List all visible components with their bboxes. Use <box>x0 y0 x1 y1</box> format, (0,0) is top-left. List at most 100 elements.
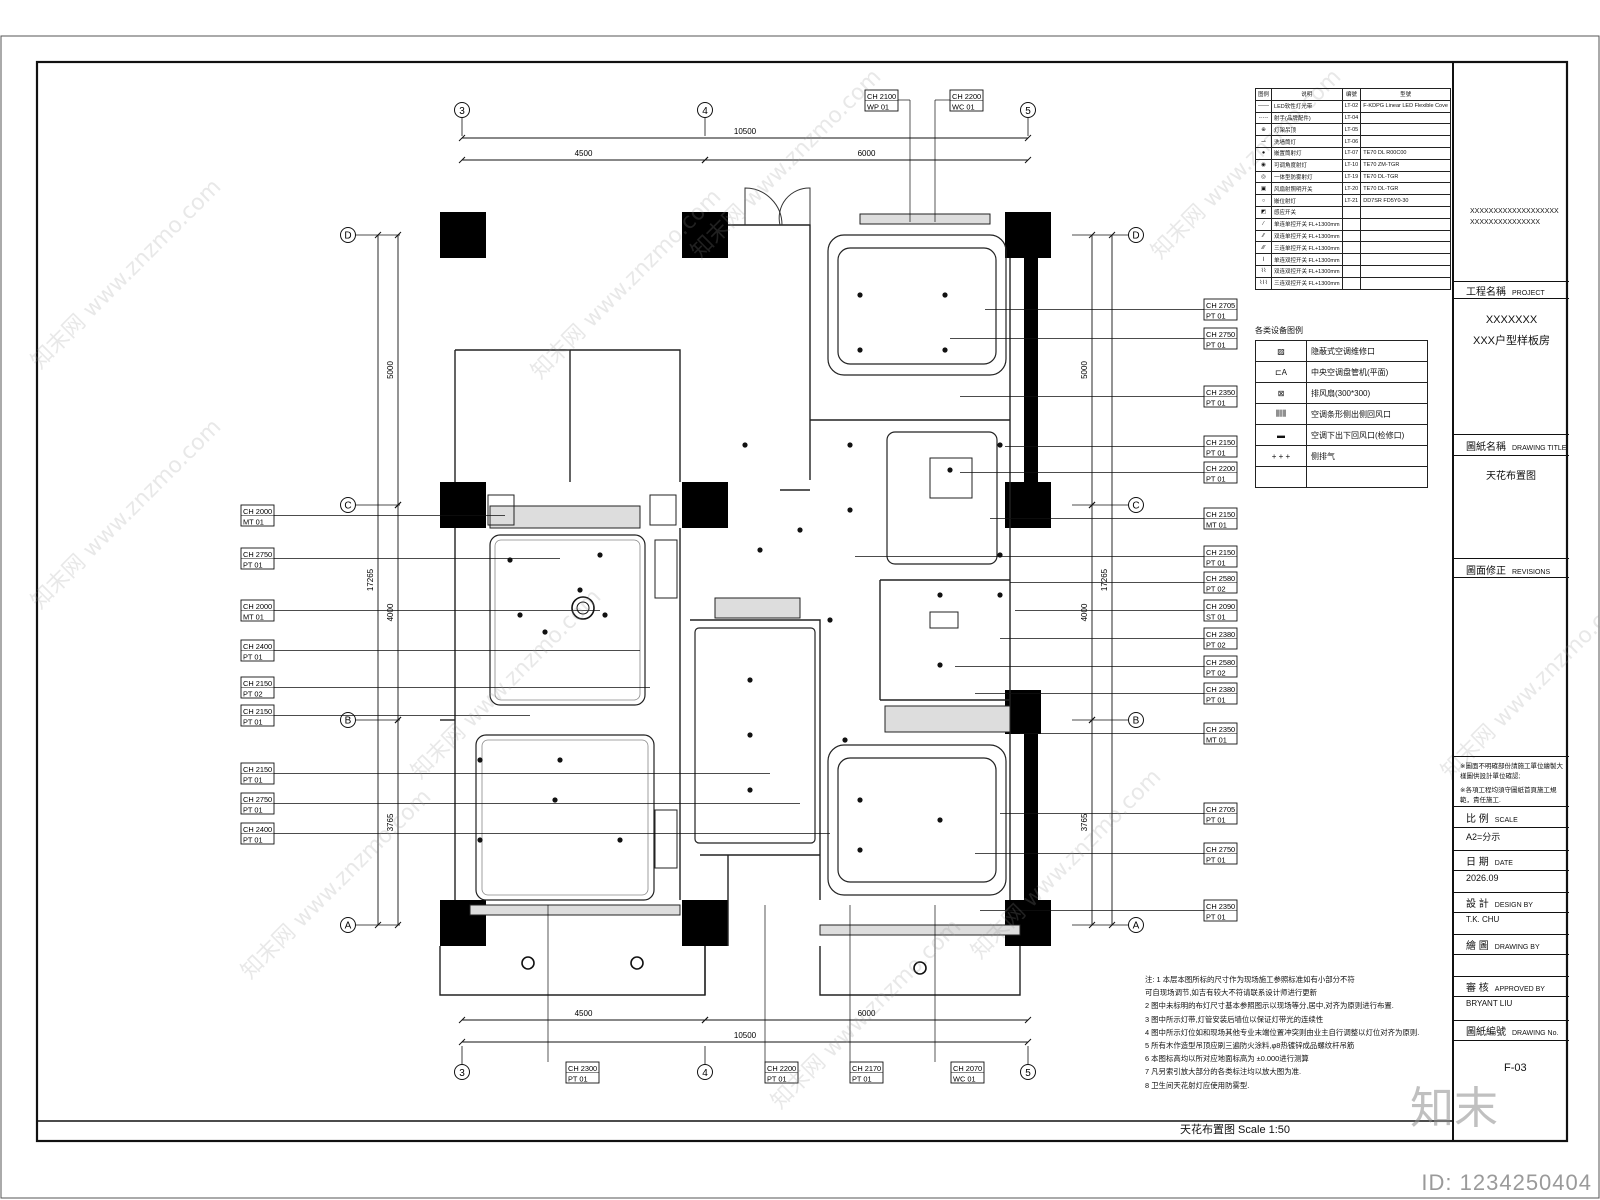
dim-bottom-total: 10500 <box>734 1031 757 1040</box>
window-or-grille <box>884 705 1011 733</box>
project-name-line1: XXXXXXX <box>1485 314 1538 326</box>
downlight-dot <box>517 612 523 618</box>
tag-top-material: WC 01 <box>952 103 975 112</box>
legend-model <box>1360 241 1451 255</box>
legend-header-row: 图例说明编號型號 <box>1254 88 1451 101</box>
window-or-grille <box>489 505 641 529</box>
legend-row: ⁄⁄⁄三连单控开关 FL+1300mm <box>1254 241 1451 255</box>
tag-left-material: PT 01 <box>243 836 263 845</box>
company-name: XXXXXXXXXXXXXXXXXXXXXXXXXXXXXXXXXX <box>1470 208 1559 226</box>
legend-model <box>1360 205 1451 219</box>
general-notes: 注: 1 本层本图所标的尺寸作为现场施工参照标准如有小部分不符 可自现场调节,如… <box>1145 973 1445 1092</box>
door-swing <box>778 187 811 226</box>
legend-symbol-icon: ⁄ <box>1254 217 1273 231</box>
ceiling-offset <box>481 739 649 896</box>
tb-divider <box>1454 976 1569 977</box>
equipment-desc: 侧排气 <box>1306 445 1428 467</box>
legend-symbol-icon: ⊕ <box>1254 123 1273 137</box>
equipment-row: + + +侧排气 <box>1255 445 1428 467</box>
legend-desc: 单连双控开关 FL+1300mm <box>1271 253 1343 266</box>
tag-right-height: CH 2350 <box>1206 902 1235 911</box>
legend-code <box>1341 241 1362 255</box>
downlight-dot <box>857 292 863 298</box>
ac-unit-symbol <box>654 539 678 599</box>
grid-bubble-right <box>1128 497 1144 513</box>
legend-code: LT-21 <box>1341 194 1362 207</box>
watermark-id: ID: 1234250404 <box>1421 1170 1592 1195</box>
tb-divider <box>1454 850 1569 851</box>
legend-symbol-icon: ⌇ <box>1254 253 1273 266</box>
structural-column <box>440 212 486 258</box>
legend-row: ⌇单连双控开关 FL+1300mm <box>1254 253 1451 266</box>
dim-top-right: 6000 <box>858 149 876 158</box>
note-line: 可自现场调节,如吉有较大不符请联系设计师进行更新 <box>1145 988 1318 998</box>
outer-sheet-border <box>0 35 1600 1199</box>
tag-left-height: CH 2000 <box>243 602 272 611</box>
approved-value: BRYANT LIU <box>1466 999 1513 1008</box>
legend-symbol-icon: ◎ <box>1254 170 1273 184</box>
dim-top-right-tick <box>1024 156 1032 164</box>
tb-divider <box>1454 827 1569 828</box>
tb-divider <box>1454 1020 1569 1021</box>
tag-top-height: CH 2100 <box>867 92 896 101</box>
legend-desc: 射手(品牌配件) <box>1271 111 1343 125</box>
equipment-desc: 空调条形侧出侧回风口 <box>1306 403 1428 425</box>
legend-row: -·-·-射手(品牌配件)LT-04 <box>1254 111 1451 125</box>
dim-bottom-right-tick <box>1024 1016 1032 1024</box>
ceiling-panel <box>886 431 998 565</box>
tag-bottom-height: CH 2070 <box>953 1064 982 1073</box>
dim-top-total-tick <box>1024 134 1032 142</box>
tag-right-material: PT 01 <box>1206 399 1226 408</box>
grid-letter-right: D <box>1132 231 1139 242</box>
tag-right-height: CH 2380 <box>1206 630 1235 639</box>
tag-left-material: PT 01 <box>243 806 263 815</box>
tb-divider <box>1454 455 1569 456</box>
dim-right-bot: 3765 <box>1080 813 1089 831</box>
dim-bottom-right: 6000 <box>858 1009 876 1018</box>
access-panel <box>649 494 677 526</box>
legend-desc: 嵌位射灯 <box>1271 194 1343 207</box>
dim-bottom-total-tick <box>458 1038 466 1046</box>
downlight-dot <box>947 467 953 473</box>
dim-left-bot: 3765 <box>386 813 395 831</box>
legend-model: TE70 DL-TGR <box>1360 170 1451 184</box>
downlight-dot <box>937 592 943 598</box>
pendant-light-inner <box>576 601 590 615</box>
tag-bottom-material: WC 01 <box>953 1075 976 1084</box>
legend-desc: 双连单控开关 FL+1300mm <box>1271 229 1343 243</box>
tag-right-height: CH 2150 <box>1206 548 1235 557</box>
grid-letter-right: B <box>1133 716 1140 727</box>
equipment-legend-title: 各类设备图例 <box>1255 326 1303 335</box>
partition-wall <box>819 946 1021 996</box>
dim-top-left-tick <box>458 156 466 164</box>
grid-bubble-left <box>340 917 356 933</box>
structural-column <box>682 482 728 528</box>
tb-divider <box>1454 954 1569 955</box>
legend-symbol-icon: ◩ <box>1254 205 1273 219</box>
ceiling-panel <box>694 627 816 844</box>
legend-model <box>1360 229 1451 243</box>
tag-right-height: CH 2750 <box>1206 330 1235 339</box>
title-note-2: ※各項工程均須守圖紙首頁施工規範，責任施工. <box>1460 787 1557 804</box>
tag-right-material: PT 02 <box>1206 585 1226 594</box>
grid-letter-right: C <box>1132 501 1139 512</box>
legend-desc: 一体型防雾射灯 <box>1271 170 1343 184</box>
grid-number-bottom: 4 <box>702 1068 708 1079</box>
downlight-dot <box>857 797 863 803</box>
tag-left-height: CH 2400 <box>243 642 272 651</box>
legend-code <box>1341 276 1362 290</box>
partition-wall <box>439 946 706 996</box>
drawing-title-value: 天花布置图 <box>1486 471 1536 482</box>
dim-top-total-tick <box>458 134 466 142</box>
watermark-logo: 知末 <box>1410 1083 1498 1134</box>
tag-right-material: PT 01 <box>1206 816 1226 825</box>
tag-right-material: PT 01 <box>1206 341 1226 350</box>
